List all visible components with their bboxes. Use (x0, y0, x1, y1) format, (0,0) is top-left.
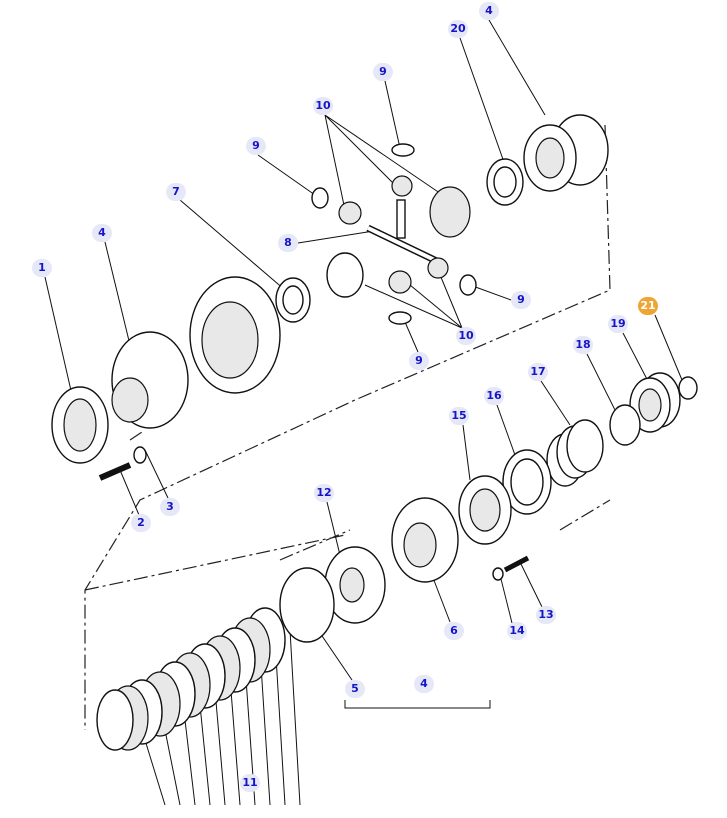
callout-6[interactable]: 6 (444, 622, 464, 640)
callout-9[interactable]: 9 (246, 137, 266, 155)
pinion-gears (338, 175, 449, 294)
ring-gear (189, 276, 281, 394)
leader-lines (44, 19, 683, 806)
callout-20[interactable]: 20 (448, 20, 468, 38)
bolt-2 (98, 462, 132, 481)
piston-12 (324, 546, 386, 624)
callout-18[interactable]: 18 (573, 336, 593, 354)
callout-17[interactable]: 17 (528, 363, 548, 381)
case-half-4-top (523, 114, 609, 192)
bearing-19 (629, 372, 681, 433)
side-gear-right (429, 186, 471, 238)
callout-11[interactable]: 11 (240, 774, 260, 792)
callout-14[interactable]: 14 (507, 622, 527, 640)
callout-16[interactable]: 16 (484, 387, 504, 405)
pinion-shaft (396, 199, 406, 239)
callout-21-highlighted[interactable]: 21 (638, 297, 658, 315)
callout-12[interactable]: 12 (314, 484, 334, 502)
callout-19[interactable]: 19 (608, 315, 628, 333)
thrust-washers-9 (311, 143, 477, 325)
side-gear-left (326, 252, 364, 298)
washer-3 (133, 446, 147, 464)
bearing-15 (458, 475, 512, 545)
cross-shaft-8 (366, 224, 447, 269)
callout-2[interactable]: 2 (131, 514, 151, 532)
snap-ring-18 (609, 404, 641, 446)
washer-20 (486, 158, 524, 206)
bearing-1 (51, 386, 109, 464)
callout-9[interactable]: 9 (409, 352, 429, 370)
callout-10[interactable]: 10 (313, 97, 333, 115)
callout-3[interactable]: 3 (160, 498, 180, 516)
callout-13[interactable]: 13 (536, 606, 556, 624)
o-ring-5 (279, 567, 335, 643)
callout-5[interactable]: 5 (345, 680, 365, 698)
circlip-21 (678, 376, 698, 400)
callout-8[interactable]: 8 (278, 234, 298, 252)
bolt-13 (492, 555, 530, 581)
callout-4[interactable]: 4 (92, 224, 112, 242)
callout-4[interactable]: 4 (479, 2, 499, 20)
callout-15[interactable]: 15 (449, 407, 469, 425)
callout-4[interactable]: 4 (414, 675, 434, 693)
callout-9[interactable]: 9 (511, 291, 531, 309)
callout-1[interactable]: 1 (32, 259, 52, 277)
spring-17 (546, 419, 604, 487)
disc-16 (502, 449, 552, 515)
clutch-discs-11 (96, 607, 286, 751)
callout-9[interactable]: 9 (373, 63, 393, 81)
callout-10[interactable]: 10 (456, 327, 476, 345)
callout-7[interactable]: 7 (166, 183, 186, 201)
housing-6 (391, 497, 459, 583)
differential-case-half-4 (111, 331, 189, 429)
assembly-boundary (84, 124, 611, 730)
thrust-washer-7 (275, 277, 311, 323)
